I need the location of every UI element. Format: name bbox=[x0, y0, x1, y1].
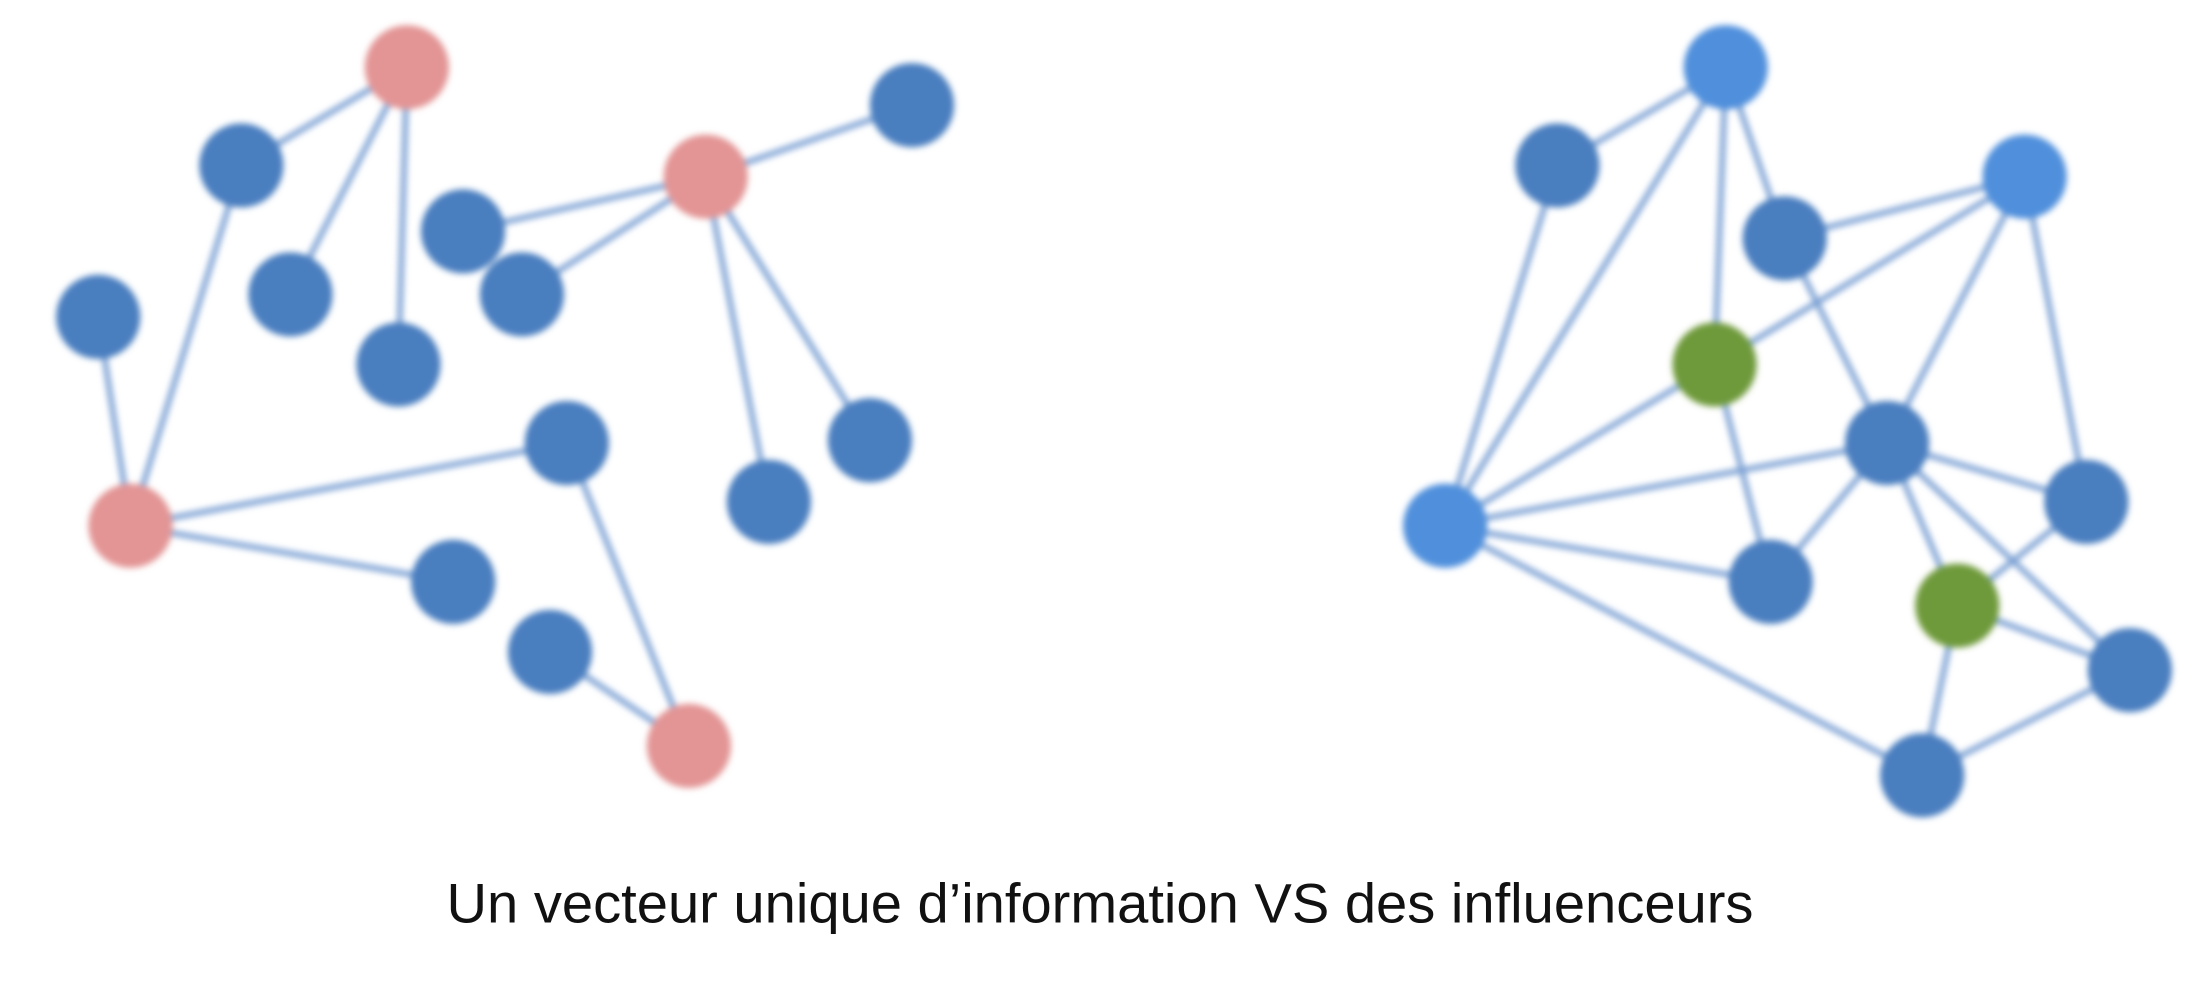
node bbox=[2044, 459, 2129, 544]
node bbox=[479, 252, 565, 337]
node bbox=[869, 63, 955, 148]
edge bbox=[564, 441, 692, 747]
edge bbox=[1885, 440, 2132, 673]
edge bbox=[1713, 174, 2027, 367]
edge bbox=[1884, 175, 2028, 445]
edge bbox=[1442, 164, 1561, 527]
edge bbox=[127, 164, 245, 527]
hub-node-pink bbox=[88, 483, 173, 568]
node bbox=[248, 252, 333, 337]
edge bbox=[395, 67, 410, 365]
node bbox=[356, 322, 441, 407]
caption: Un vecteur unique d’information VS des i… bbox=[447, 872, 1754, 935]
edge bbox=[2021, 176, 2090, 503]
node bbox=[1728, 539, 1813, 624]
edge bbox=[1443, 362, 1716, 529]
edge bbox=[1442, 65, 1729, 528]
node bbox=[199, 123, 284, 208]
node bbox=[827, 398, 912, 483]
node bbox=[524, 400, 609, 486]
influencer-node-green bbox=[1672, 322, 1757, 407]
edge bbox=[287, 66, 410, 296]
node bbox=[1880, 733, 1965, 818]
edge bbox=[703, 175, 873, 442]
edge bbox=[1444, 522, 1772, 585]
node bbox=[507, 609, 593, 694]
edge bbox=[129, 440, 568, 529]
edge bbox=[702, 176, 772, 503]
node bbox=[1742, 196, 1827, 281]
node-light bbox=[1683, 25, 1768, 110]
edge bbox=[130, 522, 454, 585]
node-light bbox=[1403, 483, 1488, 568]
hub-node-pink bbox=[646, 703, 731, 788]
influencer-node-green bbox=[1915, 563, 2000, 648]
influencers-network bbox=[1403, 25, 2172, 818]
edge bbox=[1711, 67, 1729, 365]
node bbox=[2087, 628, 2172, 713]
hub-node-pink bbox=[364, 25, 449, 110]
single-vector-network bbox=[56, 25, 955, 788]
edge bbox=[1443, 523, 1924, 778]
node bbox=[1845, 400, 1930, 486]
node bbox=[420, 189, 506, 274]
node bbox=[56, 274, 141, 359]
node-light bbox=[1982, 134, 2067, 219]
node bbox=[1515, 123, 1600, 208]
hub-node-pink bbox=[663, 134, 748, 219]
node bbox=[411, 539, 496, 624]
node bbox=[726, 459, 811, 544]
edge bbox=[1444, 440, 1888, 529]
